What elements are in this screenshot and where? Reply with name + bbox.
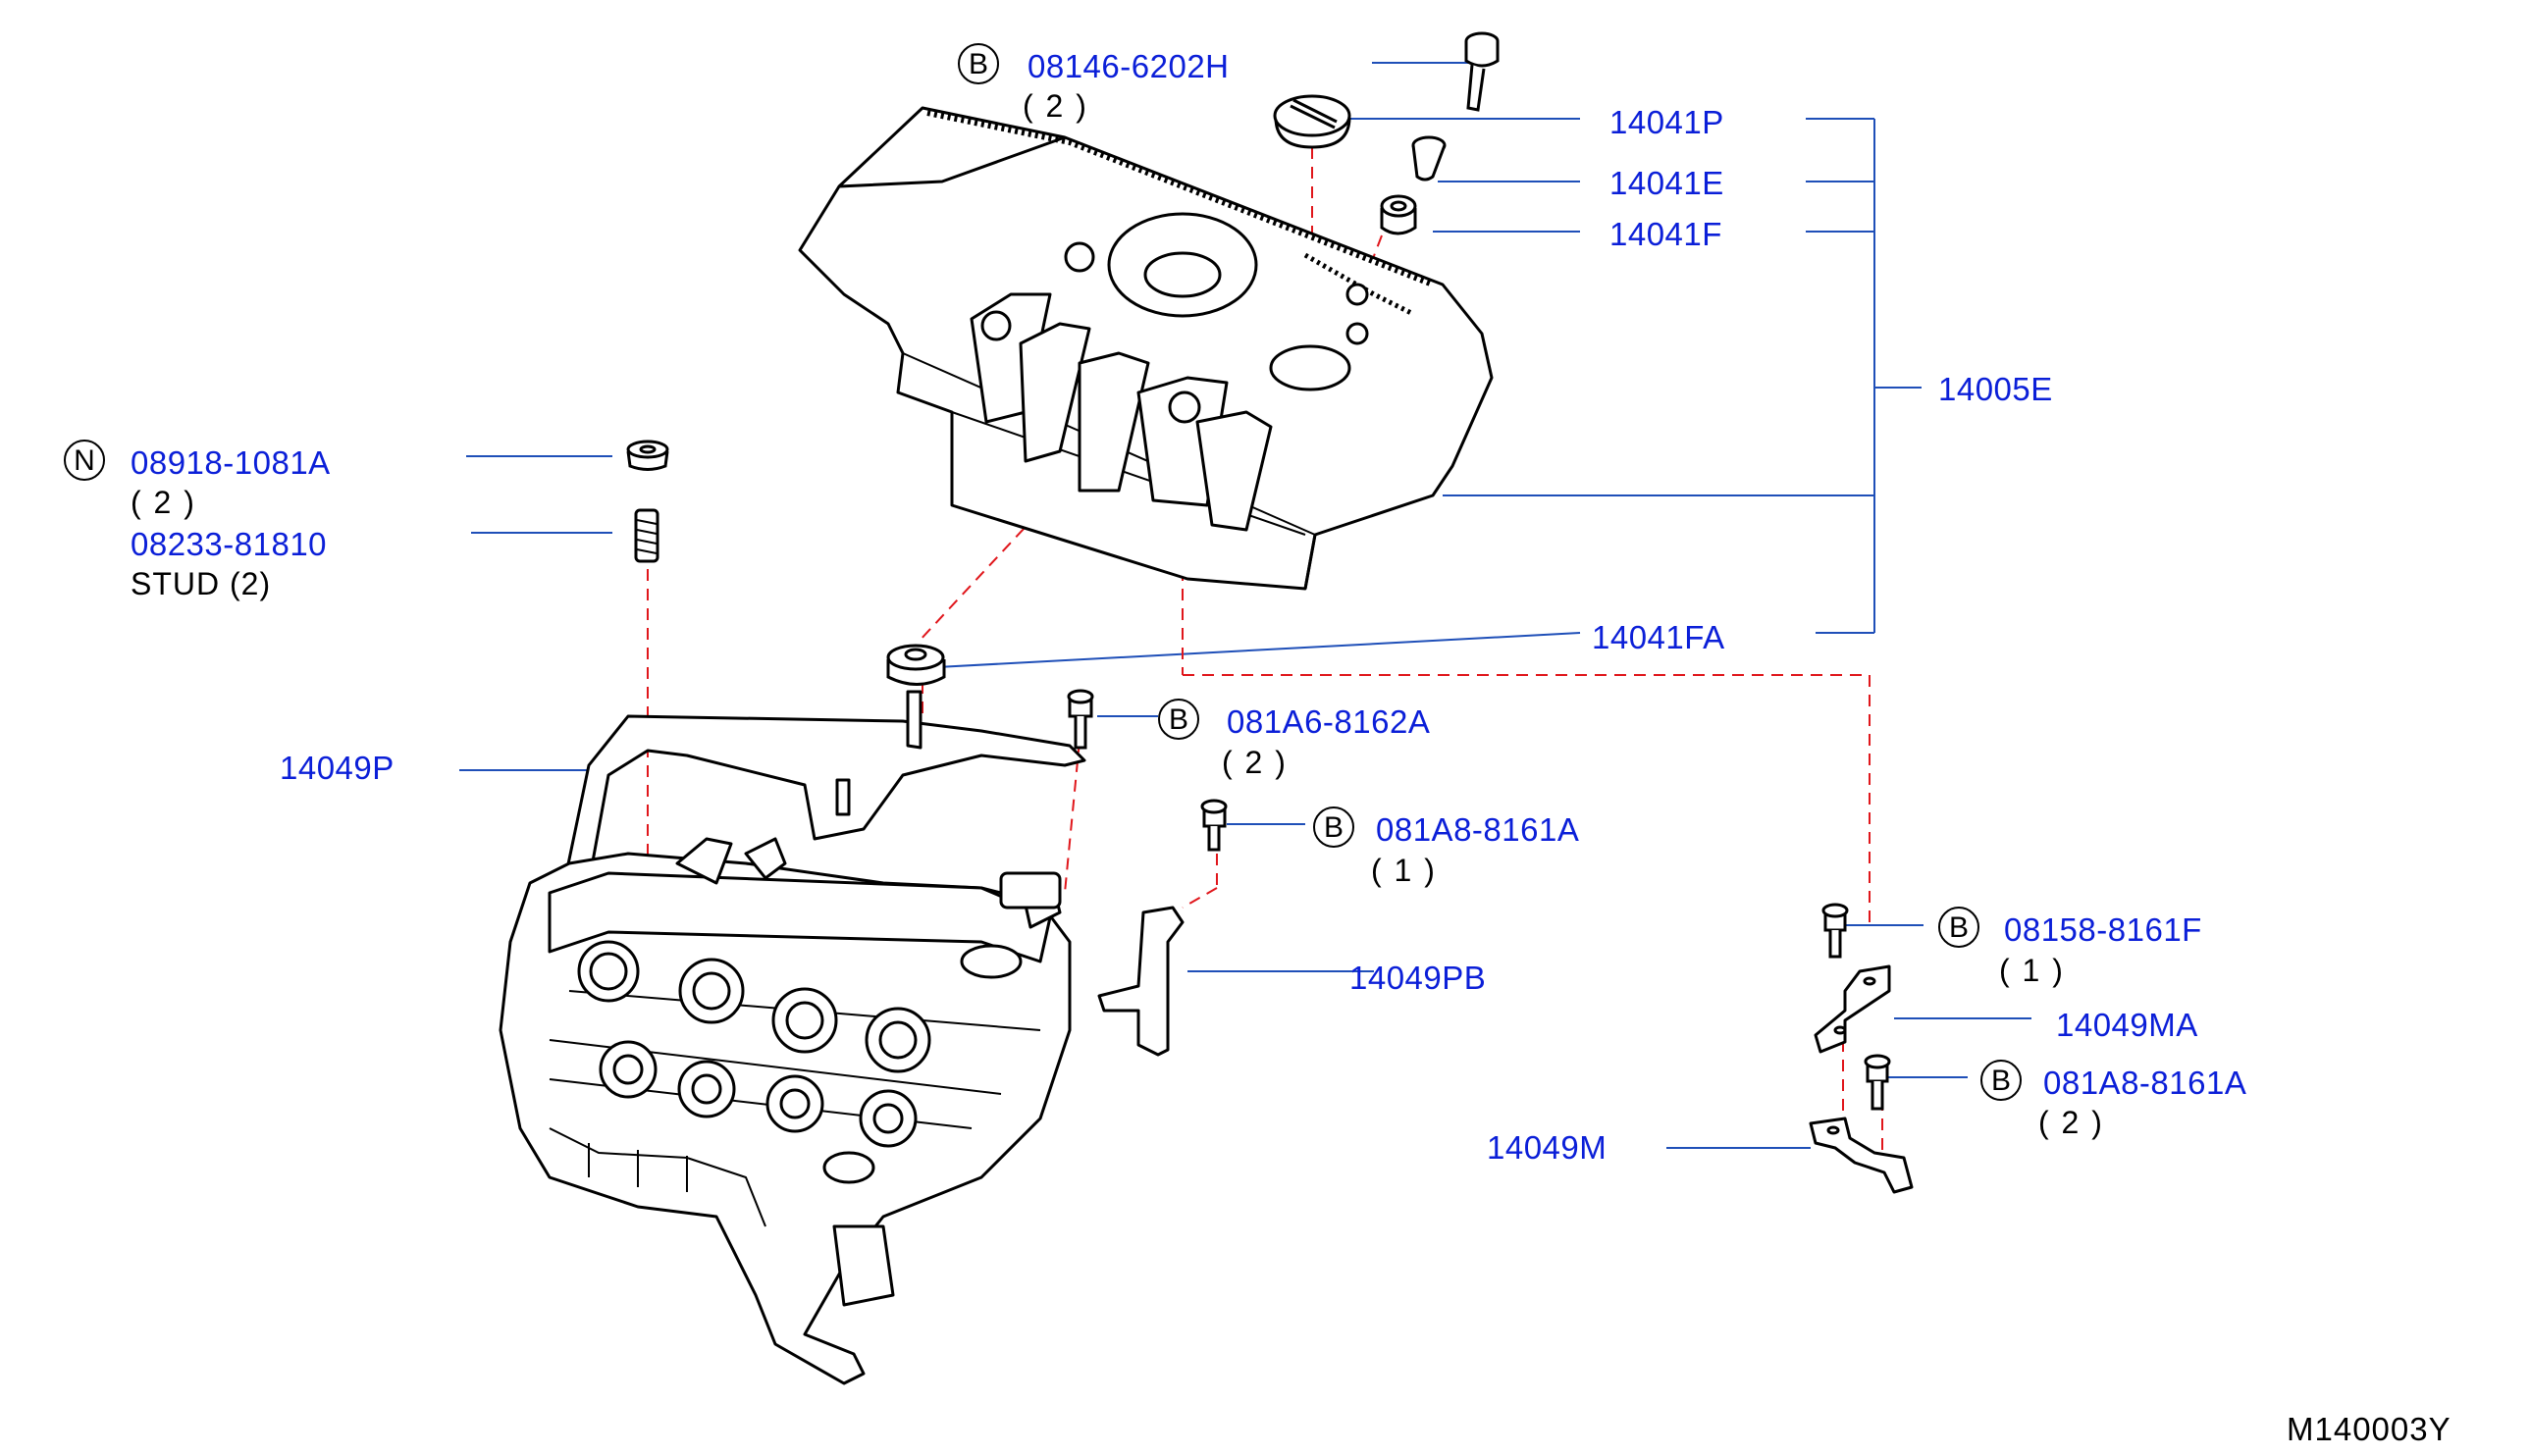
bracket-m-part-number[interactable]: 14049M: [1487, 1129, 1608, 1166]
cover-assy-part-number[interactable]: 14005E: [1938, 371, 2053, 407]
stud-description: STUD (2): [131, 566, 272, 601]
bolt-08146: [1464, 31, 1500, 112]
bolt-081a6-prefix-circle: B: [1158, 699, 1199, 740]
grommet-14041FA: [886, 644, 946, 686]
collar-14041E: [1411, 135, 1447, 182]
grommet-fa-part-number[interactable]: 14041FA: [1592, 619, 1725, 655]
collar-f-part-number[interactable]: 14041F: [1609, 216, 1722, 252]
bolt-081a8-1-qty: ( 1 ): [1371, 853, 1437, 888]
bolt-08158-part-number[interactable]: 08158-8161F: [2004, 911, 2202, 948]
nut-prefix-circle: N: [64, 440, 105, 481]
bolt-081a8-2-qty: ( 2 ): [2038, 1105, 2104, 1140]
bolt-081a8-2-prefix-circle: B: [1980, 1060, 2022, 1101]
bracket-14049PB: [1097, 906, 1185, 1057]
bolt-081A8-1: [1200, 799, 1228, 852]
bolt-081a8-2-part-number[interactable]: 081A8-8161A: [2043, 1065, 2247, 1101]
stud-08233: [634, 508, 659, 563]
diagram-code: M140003Y: [2287, 1411, 2451, 1447]
bolt-08158-qty: ( 1 ): [1999, 953, 2065, 988]
bolt-081a8-1-prefix-circle: B: [1313, 806, 1354, 848]
engine-cover: [798, 106, 1494, 591]
cap-part-number[interactable]: 14041P: [1609, 104, 1724, 140]
leader-lines: [459, 62, 2031, 1149]
bolt-081a6-qty: ( 2 ): [1222, 745, 1288, 780]
engine-block: [499, 837, 1072, 1385]
bracket-pb-part-number[interactable]: 14049PB: [1349, 960, 1487, 996]
cap-14041P: [1273, 94, 1351, 149]
bolt-08158: [1821, 903, 1849, 959]
stud-part-number[interactable]: 08233-81810: [131, 526, 328, 562]
bracket-14049M: [1809, 1117, 1914, 1194]
collar-14041F: [1380, 194, 1417, 235]
bolt-081a6-part-number[interactable]: 081A6-8162A: [1227, 703, 1431, 740]
nut-part-number[interactable]: 08918-1081A: [131, 444, 331, 481]
bolt-081A8-2: [1864, 1054, 1891, 1111]
nut-08918: [626, 440, 669, 471]
bolt-top-part-number[interactable]: 08146-6202H: [1028, 48, 1230, 84]
bolt-08158-prefix-circle: B: [1938, 907, 1979, 948]
bracket-p-part-number[interactable]: 14049P: [280, 750, 395, 786]
nut-qty: ( 2 ): [131, 485, 196, 520]
bolt-top-prefix-circle: B: [958, 43, 999, 84]
bolt-081A6: [1067, 689, 1094, 750]
bolt-081a8-1-part-number[interactable]: 081A8-8161A: [1376, 811, 1580, 848]
bolt-top-qty: ( 2 ): [1023, 88, 1088, 124]
bracket-14049MA: [1814, 964, 1891, 1054]
collar-e-part-number[interactable]: 14041E: [1609, 165, 1724, 201]
bracket-ma-part-number[interactable]: 14049MA: [2056, 1007, 2198, 1043]
